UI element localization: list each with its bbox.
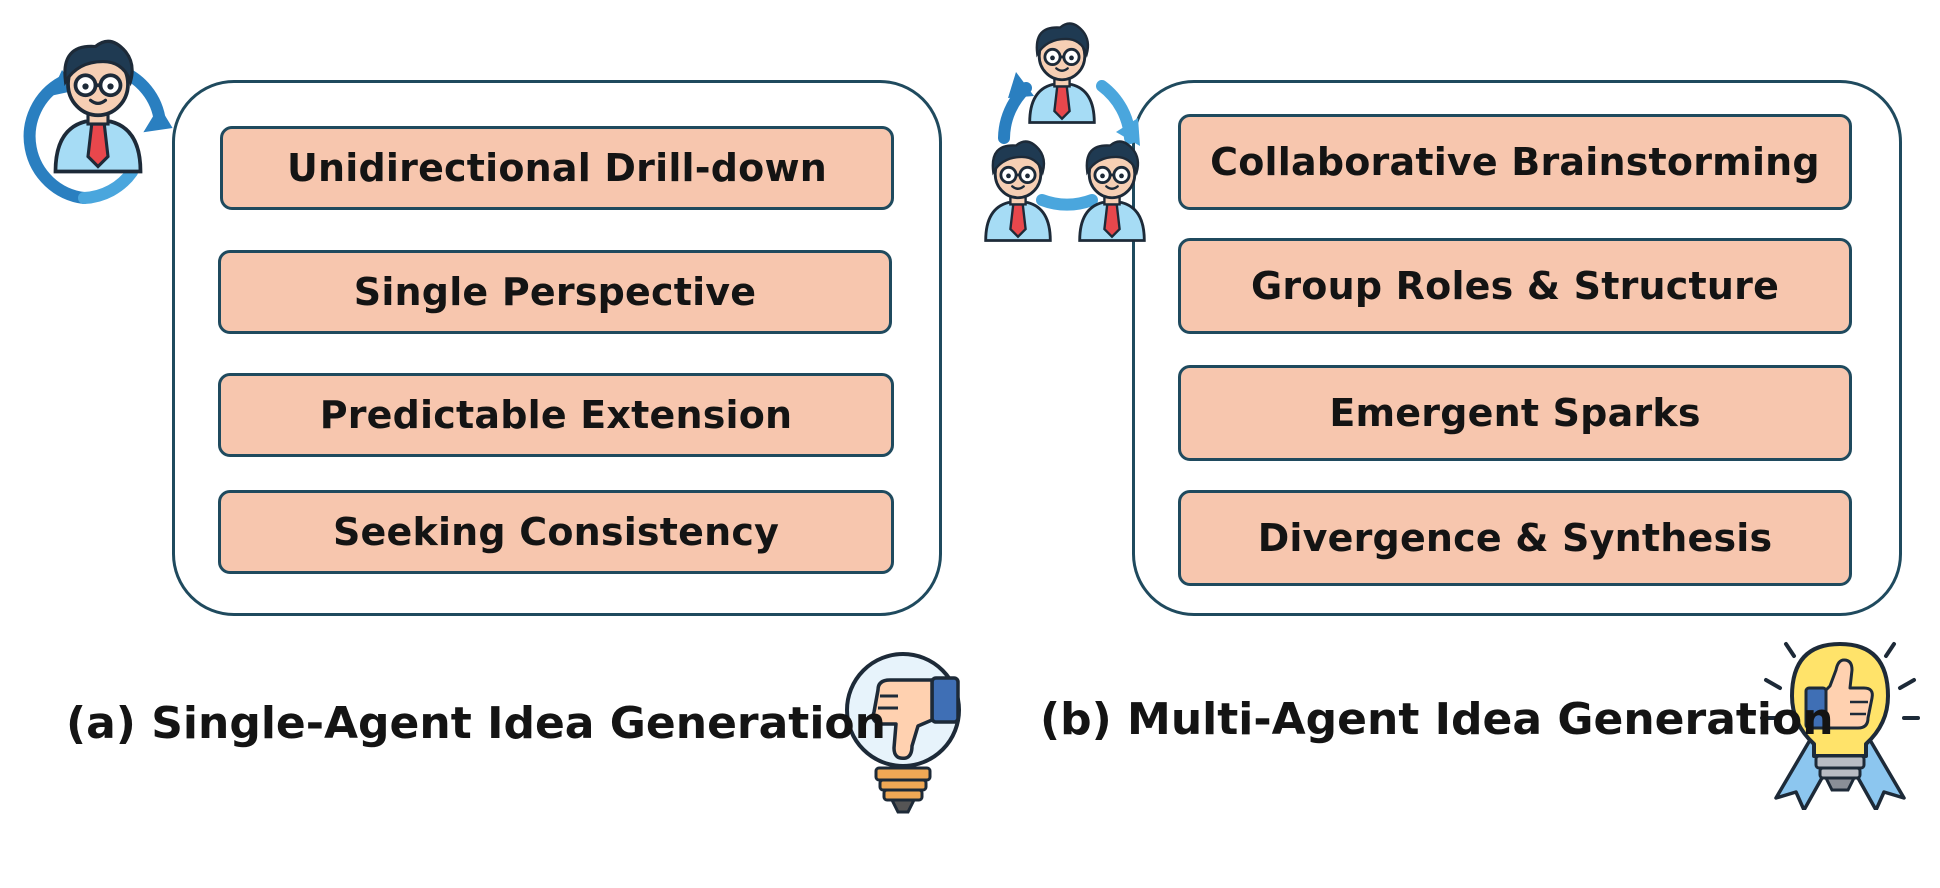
single-agent-item: Seeking Consistency — [218, 490, 894, 574]
multi-agent-caption: (b) Multi-Agent Idea Generation — [1040, 694, 1834, 745]
multi-agent-cycle-icon — [984, 22, 1146, 242]
thumbs-down-lightbulb-icon — [845, 652, 961, 814]
single-agent-item: Single Perspective — [218, 250, 892, 334]
multi-agent-item: Group Roles & Structure — [1178, 238, 1852, 334]
multi-agent-item: Collaborative Brainstorming — [1178, 114, 1852, 210]
multi-agent-item: Divergence & Synthesis — [1178, 490, 1852, 586]
single-agent-caption: (a) Single-Agent Idea Generation — [66, 698, 886, 749]
multi-agent-item: Emergent Sparks — [1178, 365, 1852, 461]
single-agent-item: Predictable Extension — [218, 373, 894, 457]
single-agent-cycle-icon — [23, 39, 173, 204]
thumbs-up-lightbulb-award-icon — [1760, 642, 1920, 810]
single-agent-item: Unidirectional Drill-down — [220, 126, 894, 210]
